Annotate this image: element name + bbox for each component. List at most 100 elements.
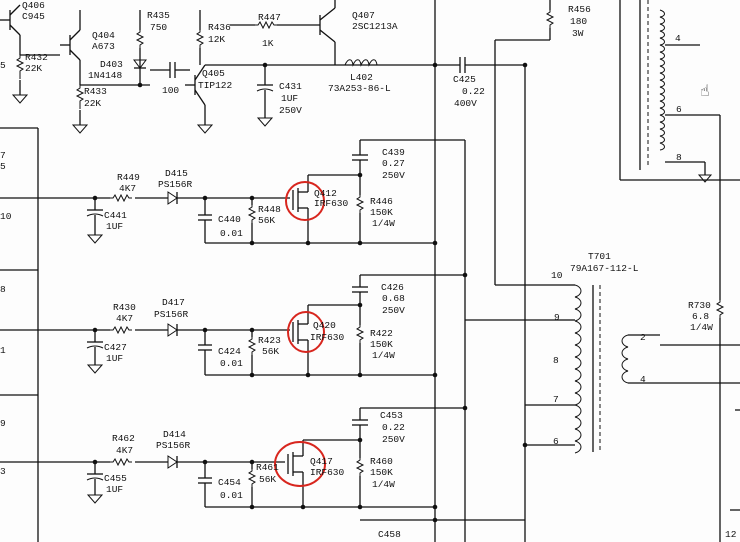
label-t6: 6 [553,436,559,447]
label-r430v: 4K7 [116,313,133,324]
label-b10: 10 [0,211,12,222]
label-t7: 7 [553,394,559,405]
label-c431v: 1UF [281,93,298,104]
label-r423: R423 [258,335,281,346]
label-d415: D415 [165,168,188,179]
label-c453w: 250V [382,434,405,445]
label-r730w: 1/4W [690,322,713,333]
label-r449: R449 [117,172,140,183]
label-b8: 8 [0,284,6,295]
label-q407: Q407 [352,10,375,21]
label-c425: C425 [453,74,476,85]
label-q405v: TIP122 [198,80,233,91]
label-d403: D403 [100,59,123,70]
label-r730v: 6.8 [692,311,709,322]
label-r456v: 180 [570,16,587,27]
label-r435v: 750 [150,22,167,33]
label-c441: C441 [104,210,127,221]
label-r436v: 12K [208,34,225,45]
label-r461: R461 [256,462,279,473]
label-t4: 4 [640,374,646,385]
label-b5: 5 [0,161,6,172]
label-c454v: 0.01 [220,490,243,501]
label-c441v: 1UF [106,221,123,232]
label-c453v: 0.22 [382,422,405,433]
label-q420: Q420 [313,320,336,331]
label-q420v: IRF630 [310,332,345,343]
label-q405: Q405 [202,68,225,79]
label-r447v: 1K [262,38,274,49]
label-r460v: 150K [370,467,393,478]
label-r456: R456 [568,4,591,15]
label-l402: L402 [350,72,373,83]
label-r446w: 1/4W [372,218,395,229]
label-c439: C439 [382,147,405,158]
label-c431w: 250V [279,105,302,116]
drive-stage-1 [0,139,465,244]
label-c439v: 0.27 [382,158,405,169]
label-r422v: 150K [370,339,393,350]
label-c454: C454 [218,477,241,488]
label-r432: R432 [25,52,48,63]
highlight-q417 [274,441,326,487]
rails [434,0,526,542]
label-q406v: C945 [22,11,45,22]
label-c424v: 0.01 [220,358,243,369]
label-r432v: 22K [25,63,42,74]
label-c100: 100 [162,85,179,96]
label-r430: R430 [113,302,136,313]
label-r462: R462 [112,433,135,444]
label-d417v: PS156R [154,309,189,320]
label-c425w: 400V [454,98,477,109]
junction-dots [92,62,528,523]
label-q417: Q417 [310,456,333,467]
label-c427v: 1UF [106,353,123,364]
label-r447: R447 [258,12,281,23]
label-q412: Q412 [314,188,337,199]
label-q406: Q406 [22,0,45,11]
label-r730: R730 [688,300,711,311]
label-b9: 9 [0,418,6,429]
label-b7: 7 [0,150,6,161]
label-r433: R433 [84,86,107,97]
label-c424: C424 [218,346,241,357]
label-b12: 12 [725,529,737,540]
label-r433v: 22K [84,98,101,109]
label-r446: R446 [370,196,393,207]
label-q407v: 2SC1213A [352,21,398,32]
transformer-t701 [525,284,740,454]
label-r435: R435 [147,10,170,21]
flyback-transformer [619,0,740,542]
label-c431: C431 [279,81,302,92]
label-d403v: 1N4148 [88,70,123,81]
label-r436: R436 [208,22,231,33]
highlight-q412 [285,181,325,221]
label-t9: 9 [554,312,560,323]
label-r446v: 150K [370,207,393,218]
left-connector-box [0,127,39,542]
label-c439w: 250V [382,170,405,181]
label-r422w: 1/4W [372,350,395,361]
label-r448: R448 [258,204,281,215]
label-r5: 5 [0,60,6,71]
label-d414v: PS156R [156,440,191,451]
label-r456w: 3W [572,28,584,39]
label-l402v: 73A253-86-L [328,83,391,94]
label-p6: 6 [676,104,682,115]
label-t2: 2 [640,332,646,343]
label-r449v: 4K7 [119,183,136,194]
label-c453: C453 [380,410,403,421]
hand-cursor-icon: ☝ [700,81,710,100]
label-r448v: 56K [258,215,275,226]
label-r462v: 4K7 [116,445,133,456]
label-c426w: 250V [382,305,405,316]
label-r423v: 56K [262,346,279,357]
label-c440: C440 [218,214,241,225]
drive-stage-3 [0,407,465,521]
label-r461v: 56K [259,474,276,485]
label-t8: 8 [553,355,559,366]
label-t701: T701 [588,251,611,262]
